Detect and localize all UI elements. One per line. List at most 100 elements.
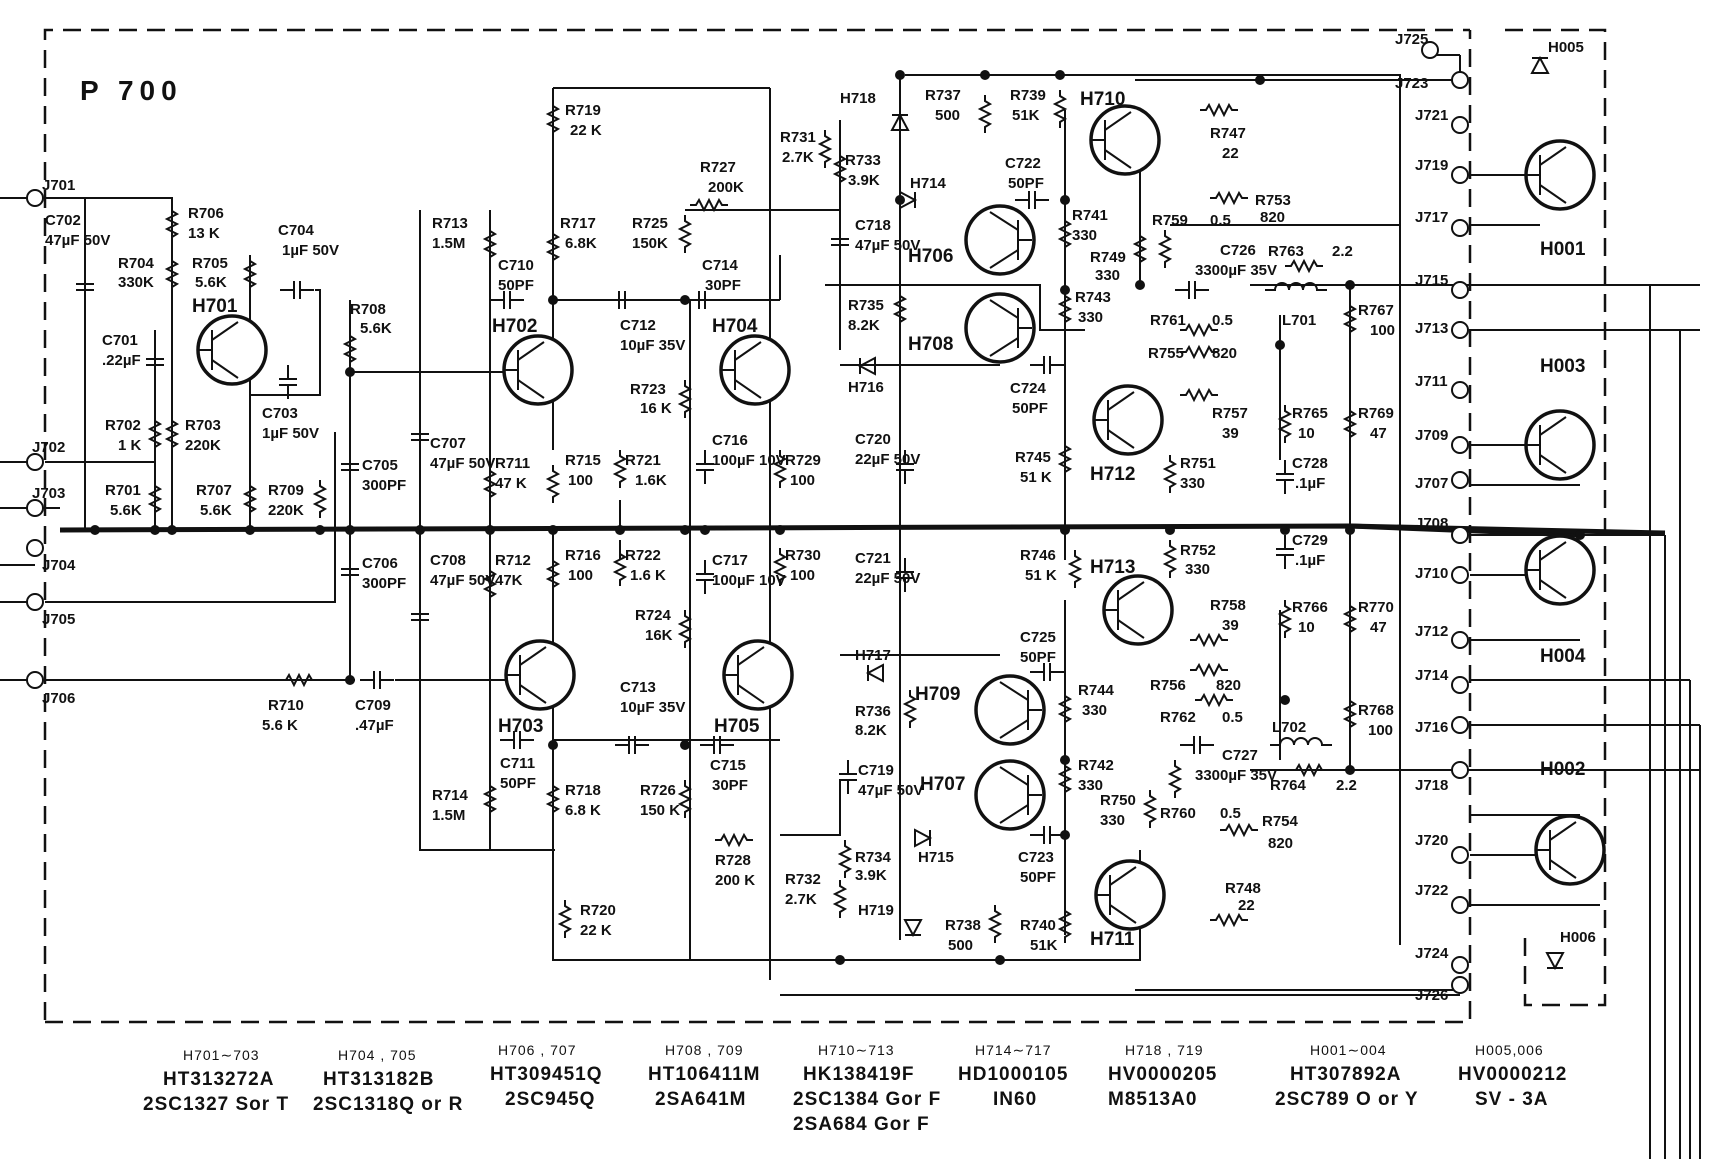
svg-text:R719: R719	[565, 102, 601, 119]
svg-text:J713: J713	[1415, 320, 1448, 337]
svg-text:C709: C709	[355, 697, 391, 714]
transistor-h001: H001	[1524, 139, 1596, 260]
svg-text:J722: J722	[1415, 882, 1448, 899]
terminal-j718[interactable]	[1451, 761, 1469, 779]
terminal-j705[interactable]	[26, 593, 44, 611]
svg-text:L702: L702	[1272, 719, 1306, 736]
svg-text:R752: R752	[1180, 542, 1216, 559]
svg-text:1.5M: 1.5M	[432, 235, 465, 252]
svg-text:1.5M: 1.5M	[432, 807, 465, 824]
transistors: H701 H702 H703 H704 H705 H706	[192, 89, 1606, 950]
terminal-j715[interactable]	[1451, 281, 1469, 299]
transistor-h711: H711	[1090, 859, 1166, 950]
diode-h719: H719	[858, 902, 923, 938]
svg-text:50PF: 50PF	[1008, 175, 1044, 192]
terminal-j706[interactable]	[26, 671, 44, 689]
terminal-j717[interactable]	[1451, 219, 1469, 237]
svg-text:R714: R714	[432, 787, 469, 804]
svg-text:.22µF: .22µF	[102, 352, 141, 369]
terminal-j707[interactable]	[1451, 471, 1469, 489]
svg-text:820: 820	[1260, 209, 1285, 226]
svg-text:6.8K: 6.8K	[565, 235, 597, 252]
terminal-j726[interactable]	[1451, 976, 1469, 994]
terminal-j722[interactable]	[1451, 896, 1469, 914]
svg-text:22µF 50V: 22µF 50V	[855, 451, 920, 468]
svg-text:200 K: 200 K	[715, 872, 755, 889]
svg-text:H706: H706	[908, 246, 953, 267]
svg-text:J719: J719	[1415, 157, 1448, 174]
transistor-h703: H703	[498, 639, 576, 737]
svg-text:5.6K: 5.6K	[195, 274, 227, 291]
svg-text:R727: R727	[700, 159, 736, 176]
svg-text:100µF 10V: 100µF 10V	[712, 572, 786, 589]
diode-h714: H714	[899, 175, 947, 210]
svg-text:220K: 220K	[268, 502, 304, 519]
svg-text:R729: R729	[785, 452, 821, 469]
svg-text:R710: R710	[268, 697, 304, 714]
terminal-j709[interactable]	[1451, 436, 1469, 454]
svg-text:22: 22	[1238, 897, 1255, 914]
terminal-j724[interactable]	[1451, 956, 1469, 974]
terminal-j713[interactable]	[1451, 321, 1469, 339]
svg-text:330: 330	[1180, 475, 1205, 492]
svg-text:330: 330	[1078, 777, 1103, 794]
capacitor-c728: C728.1µF	[1275, 455, 1328, 495]
svg-text:H718: H718	[840, 90, 876, 107]
svg-text:J707: J707	[1415, 475, 1448, 492]
svg-text:0.5: 0.5	[1222, 709, 1243, 726]
svg-text:R768: R768	[1358, 702, 1394, 719]
terminal-j702[interactable]	[26, 453, 44, 471]
terminal-j714[interactable]	[1451, 676, 1469, 694]
svg-text:R760: R760	[1160, 805, 1196, 822]
svg-text:10µF 35V: 10µF 35V	[620, 337, 685, 354]
terminal-j723[interactable]	[1451, 71, 1469, 89]
svg-text:50PF: 50PF	[498, 277, 534, 294]
svg-text:330: 330	[1185, 561, 1210, 578]
svg-text:10: 10	[1298, 619, 1315, 636]
terminal-j719[interactable]	[1451, 166, 1469, 184]
svg-text:J724: J724	[1415, 945, 1449, 962]
svg-text:1µF 50V: 1µF 50V	[282, 242, 339, 259]
svg-text:C729: C729	[1292, 532, 1328, 549]
svg-text:100: 100	[1368, 722, 1393, 739]
svg-text:HT313182B: HT313182B	[323, 1069, 434, 1090]
terminal-j725[interactable]	[1421, 41, 1439, 59]
legend-entry: H005,006 HV0000212 SV - 3A	[1458, 1042, 1566, 1110]
svg-text:R738: R738	[945, 917, 981, 934]
terminal-j712[interactable]	[1451, 631, 1469, 649]
terminal-j721[interactable]	[1451, 116, 1469, 134]
diode-h717: H717	[855, 647, 891, 683]
diode-h005: H005	[1530, 39, 1584, 74]
svg-text:C705: C705	[362, 457, 398, 474]
diodes: H714 H715 H716 H717 H718 H719 H005 H006	[840, 39, 1596, 971]
terminal-j703[interactable]	[26, 499, 44, 517]
terminal-j701[interactable]	[26, 189, 44, 207]
terminal-j708[interactable]	[1451, 526, 1469, 544]
svg-text:100: 100	[790, 472, 815, 489]
svg-text:IN60: IN60	[993, 1089, 1037, 1110]
terminal-j704[interactable]	[26, 539, 44, 557]
svg-text:HV0000205: HV0000205	[1108, 1064, 1217, 1085]
svg-text:10: 10	[1298, 425, 1315, 442]
terminal-j710[interactable]	[1451, 566, 1469, 584]
terminal-j720[interactable]	[1451, 846, 1469, 864]
svg-text:H710∼713: H710∼713	[818, 1042, 895, 1058]
terminal-j711[interactable]	[1451, 381, 1469, 399]
svg-text:R769: R769	[1358, 405, 1394, 422]
terminal-j716[interactable]	[1451, 716, 1469, 734]
